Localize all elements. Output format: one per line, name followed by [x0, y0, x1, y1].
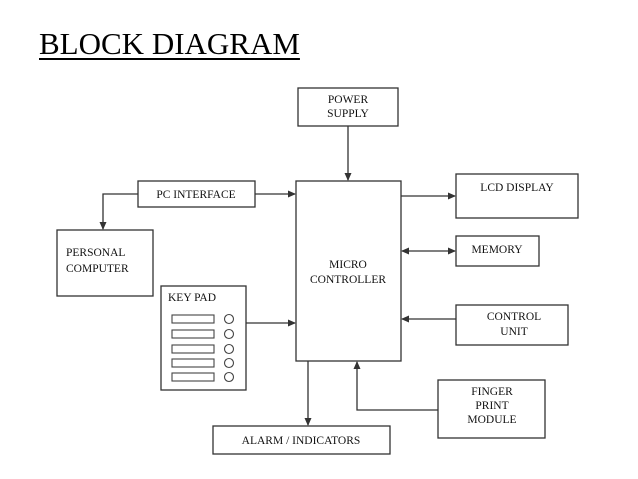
key-pad-label: KEY PAD [168, 292, 216, 304]
memory-label: MEMORY [471, 244, 523, 256]
arrow-pc-interface-to-personal-computer [99, 193, 138, 230]
power-supply-label-line-1: POWER [328, 94, 369, 106]
alarm-indicators-label: ALARM / INDICATORS [242, 435, 361, 447]
key-pad-button [223, 343, 235, 355]
key-pad-slot [171, 344, 215, 354]
key-pad-slot [171, 358, 215, 368]
connectors [99, 126, 456, 426]
micro-controller-block: MICRO CONTROLLER [295, 180, 402, 362]
key-pad-block: KEY PAD [160, 285, 247, 391]
memory-block: MEMORY [455, 235, 540, 267]
finger-print-module-label-line-1: FINGER [471, 386, 513, 398]
key-pad-slot [171, 329, 215, 339]
lcd-display-block: LCD DISPLAY [455, 173, 579, 219]
micro-controller-label-line-2: CONTROLLER [310, 274, 386, 286]
control-unit-label-line-1: CONTROL [487, 311, 541, 323]
key-pad-button [223, 328, 235, 340]
finger-print-module-block: FINGER PRINT MODULE [437, 379, 546, 439]
finger-print-module-label-line-3: MODULE [467, 414, 516, 426]
key-pad-button [223, 357, 235, 369]
power-supply-label-line-2: SUPPLY [327, 108, 369, 120]
arrow-finger-print-to-micro [353, 361, 438, 411]
finger-print-module-label-line-2: PRINT [475, 400, 508, 412]
power-supply-block: POWER SUPPLY [297, 87, 399, 127]
lcd-display-label: LCD DISPLAY [480, 182, 554, 194]
alarm-indicators-block: ALARM / INDICATORS [212, 425, 391, 455]
control-unit-block: CONTROL UNIT [455, 304, 569, 346]
control-unit-label-line-2: UNIT [500, 326, 527, 338]
key-pad-slot [171, 372, 215, 382]
personal-computer-block: PERSONAL COMPUTER [56, 229, 154, 297]
micro-controller-label-line-1: MICRO [329, 259, 367, 271]
pc-interface-block: PC INTERFACE [137, 180, 256, 208]
page-title: BLOCK DIAGRAM [39, 26, 300, 61]
key-pad-button [223, 313, 235, 325]
key-pad-button [223, 371, 235, 383]
key-pad-slot [171, 314, 215, 324]
personal-computer-label-line-2: COMPUTER [66, 263, 129, 275]
personal-computer-label-line-1: PERSONAL [66, 247, 125, 259]
pc-interface-label: PC INTERFACE [156, 189, 235, 201]
